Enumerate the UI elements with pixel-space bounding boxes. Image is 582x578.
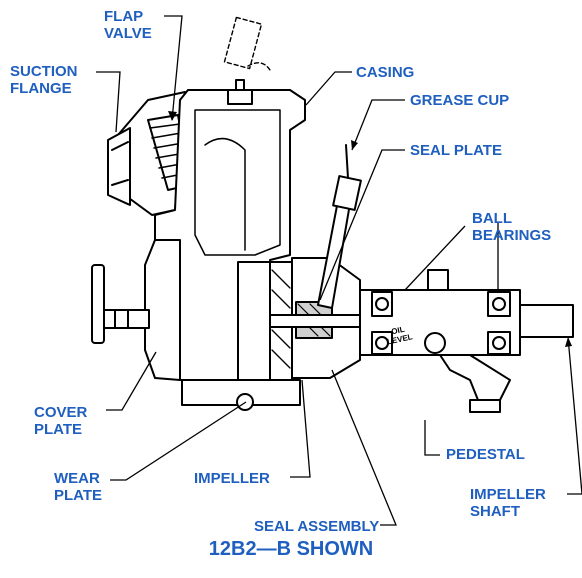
label-seal-plate: SEAL PLATE	[410, 142, 502, 159]
label-impeller-shaft-line2: SHAFT	[470, 503, 520, 520]
label-wear-plate-line1: WEAR	[54, 470, 100, 487]
label-ball-bearings-line1: BALL	[472, 210, 512, 227]
label-suction-flange: SUCTION FLANGE	[10, 63, 78, 97]
cover-plate-part	[91, 239, 181, 381]
label-grease-cup: GREASE CUP	[410, 92, 510, 109]
label-flap-valve-line2: VALVE	[104, 25, 152, 42]
label-pedestal: PEDESTAL	[446, 446, 525, 463]
bearing-housing-part	[359, 269, 521, 356]
label-ball-bearings: BALL BEARINGS	[472, 210, 551, 244]
grease-cup-part	[317, 144, 362, 309]
leader-lines	[96, 15, 582, 526]
label-impeller-shaft: IMPELLER SHAFT	[470, 486, 546, 520]
label-impeller-shaft-line1: IMPELLER	[470, 486, 546, 503]
label-cover-plate: COVER PLATE	[34, 404, 87, 438]
label-cover-plate-line1: COVER	[34, 404, 88, 421]
label-suction-flange-line1: SUCTION	[10, 63, 78, 80]
label-ball-bearings-line2: BEARINGS	[472, 227, 552, 244]
label-impeller: IMPELLER	[194, 470, 270, 487]
label-wear-plate-line2: PLATE	[54, 487, 103, 504]
label-wear-plate: WEAR PLATE	[54, 470, 102, 504]
figure-caption: 12B2—B SHOWN	[208, 538, 374, 560]
label-flap-valve: FLAP VALVE	[104, 8, 152, 42]
priming-handle-part	[223, 16, 271, 71]
label-cover-plate-line2: PLATE	[34, 421, 83, 438]
pedestal-part	[439, 354, 511, 413]
label-suction-flange-line2: FLANGE	[10, 80, 72, 97]
label-seal-assembly: SEAL ASSEMBLY	[254, 518, 380, 535]
label-flap-valve-line1: FLAP	[104, 8, 144, 25]
label-casing: CASING	[356, 64, 415, 81]
